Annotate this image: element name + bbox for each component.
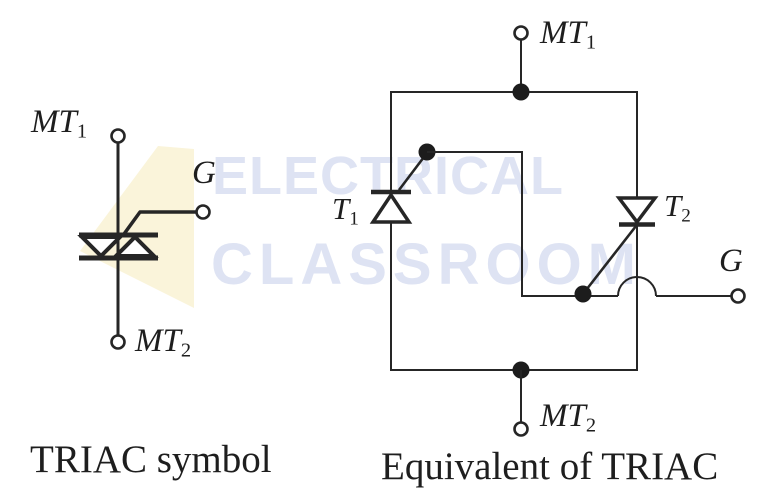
equivalent-circuit-caption: Equivalent of TRIAC [381, 445, 719, 488]
triac-symbol-caption: TRIAC symbol [30, 438, 272, 481]
triac-left-triangle [77, 235, 125, 259]
equivalent-gate-label: G [719, 243, 743, 279]
equivalent-circuit-graphic [369, 25, 746, 437]
triac-mt1-label: MT1 [31, 104, 88, 143]
equivalent-mt1-label: MT1 [540, 15, 597, 54]
gate-terminal-circle [730, 288, 746, 304]
t1-thyristor-triangle [369, 191, 413, 224]
triac-gate-wire [122, 210, 196, 236]
triac-right-triangle [111, 234, 159, 258]
triac-symbol-graphic [77, 128, 211, 350]
triac-mt2-terminal-circle [110, 334, 126, 350]
t2-gate-diagonal-wire [581, 225, 638, 295]
mt2-terminal-circle [513, 421, 529, 437]
t2-gate-junction-dot [574, 285, 592, 303]
t1-label: T1 [332, 191, 359, 230]
triac-gate-label: G [192, 155, 216, 191]
mt1-junction-dot [512, 83, 530, 101]
gate-wire-hop-arc [617, 276, 657, 297]
gate-coupling-wire [427, 151, 618, 297]
t1-gate-diagonal-wire [397, 152, 429, 191]
circuit-loop-wire [390, 91, 638, 371]
equivalent-mt2-label: MT2 [540, 398, 597, 437]
triac-gate-terminal-circle [195, 204, 211, 220]
t2-thyristor-triangle [615, 196, 659, 225]
watermark-yellow-shape [80, 146, 194, 308]
triac-mt1-terminal-circle [110, 128, 126, 144]
triac-mt2-label: MT2 [135, 323, 192, 362]
t2-label: T2 [664, 188, 691, 227]
mt1-terminal-circle [513, 25, 529, 41]
watermark-line2: CLASSROOM [211, 232, 642, 297]
